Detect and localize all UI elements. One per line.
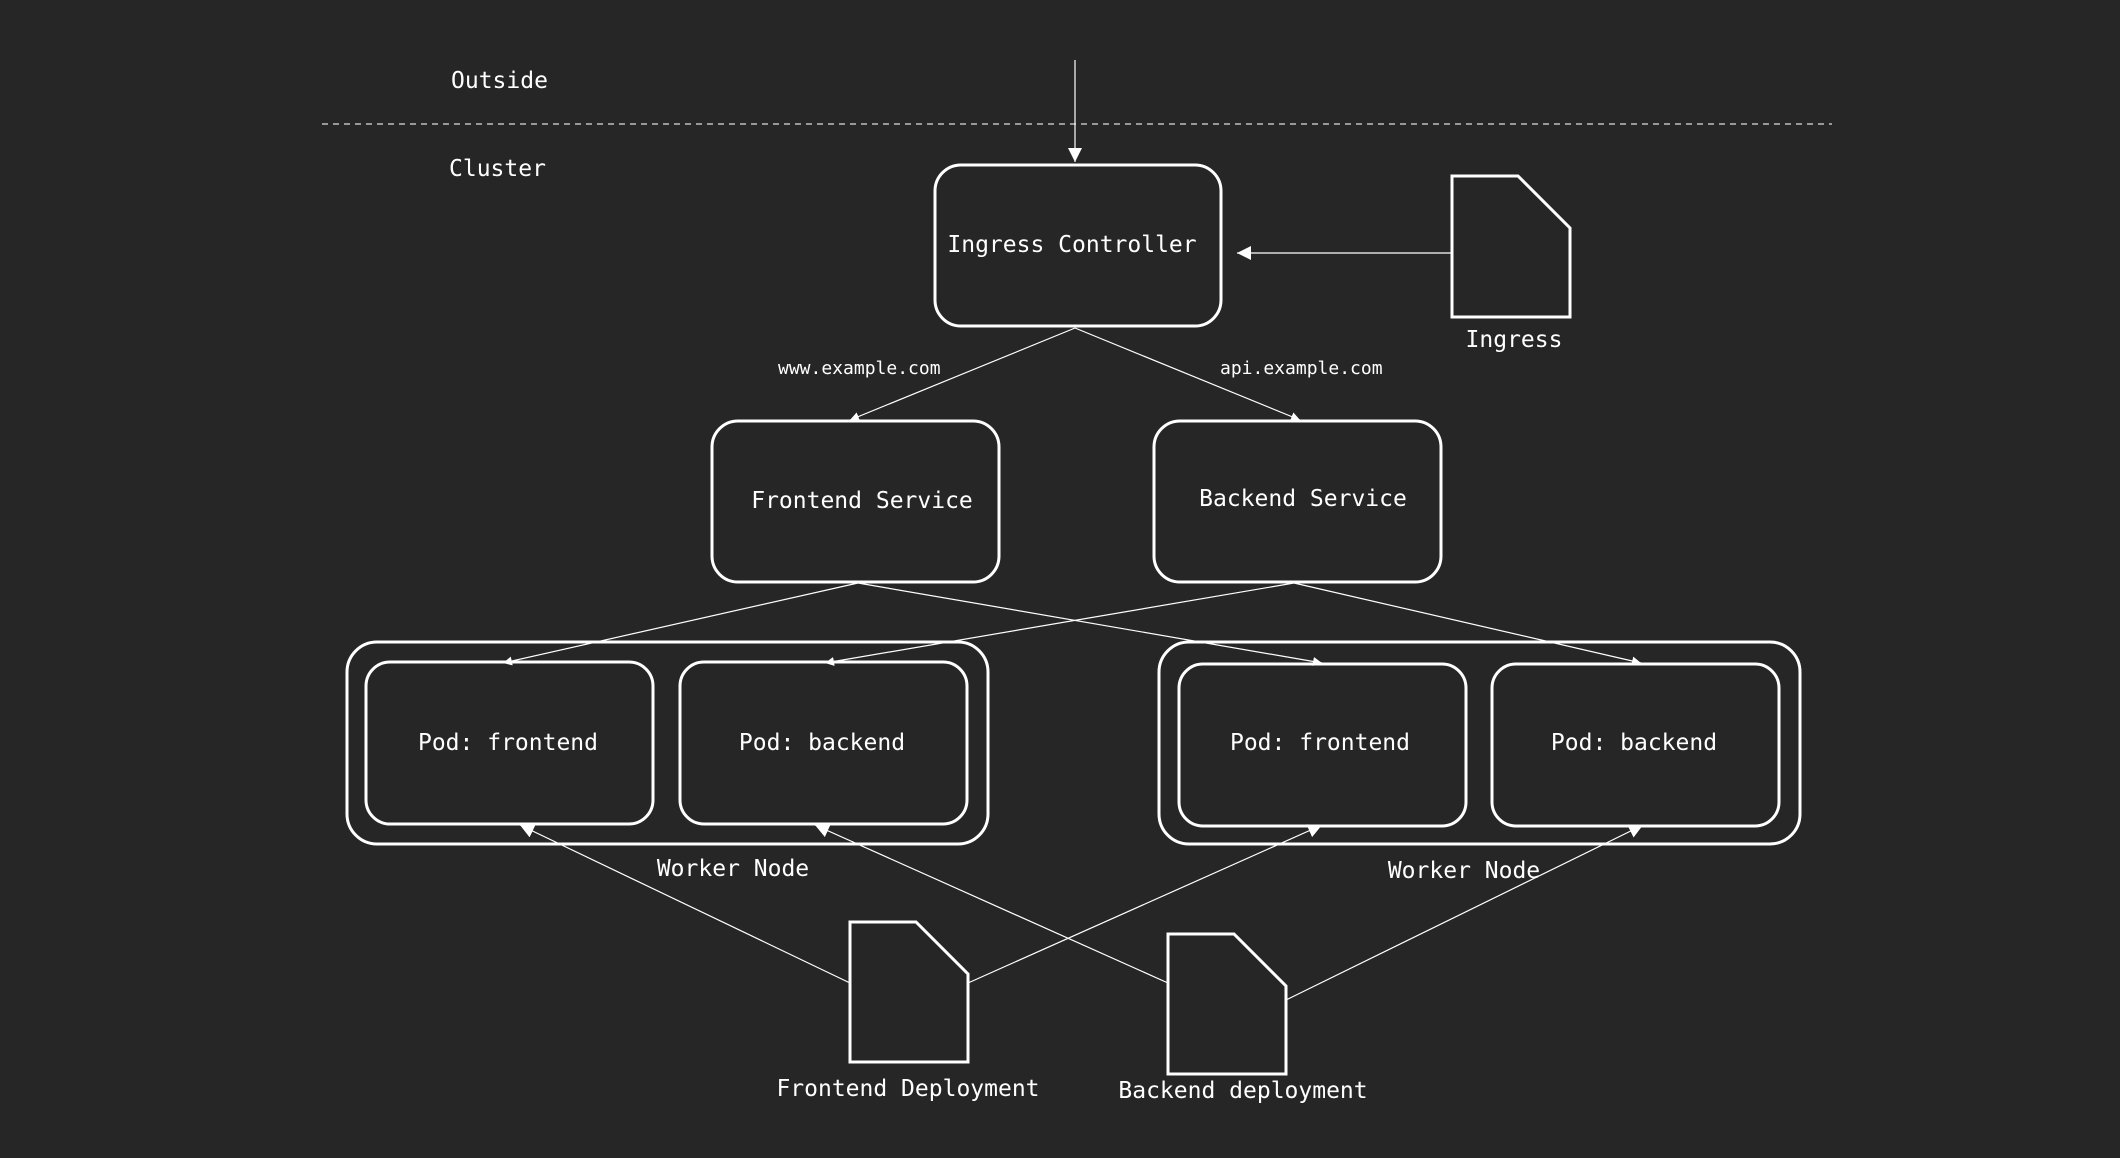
pod-backend-1-label: Pod: backend [739,730,905,756]
pod-frontend-1-box [364,660,655,826]
cluster-zone-label: Cluster [449,156,546,182]
ingress-controller-label: Ingress Controller [947,232,1196,258]
worker-node-1-label: Worker Node [657,856,809,882]
backend-deployment-document-icon [1166,932,1288,1076]
pod-frontend-1[interactable]: Pod: frontend [364,660,655,826]
frontend-service-label: Frontend Service [751,488,973,514]
backend-deployment[interactable]: Backend deployment [1118,932,1368,1104]
worker-node-1[interactable]: Worker Node Pod: frontend Pod: backend [345,640,990,882]
pod-backend-2-box [1490,662,1781,828]
pod-backend-2[interactable]: Pod: backend [1490,662,1781,828]
edge-backend-deployment-to-pod-backend-1 [814,824,1169,984]
worker-node-2-label: Worker Node [1388,858,1540,884]
edge-frontend-deployment-to-pod-frontend-2 [967,824,1323,984]
edge-backend-deployment-to-pod-backend-2 [1285,824,1644,1001]
edge-backend-service-to-pod-backend-2 [1293,582,1642,666]
backend-service-node[interactable]: Backend Service [1152,419,1443,584]
ingress-controller-node[interactable]: Ingress Controller [933,163,1223,328]
route-backend-host-label: api.example.com [1220,358,1383,379]
edge-controller-to-frontend-service [849,327,1076,421]
pod-backend-1-box [678,660,969,826]
pod-frontend-2[interactable]: Pod: frontend [1177,662,1468,828]
edge-frontend-service-to-pod-frontend-1 [502,582,859,666]
backend-deployment-label: Backend deployment [1118,1078,1367,1104]
route-frontend-host-label: www.example.com [778,358,941,379]
worker-node-2-box [1157,640,1802,846]
worker-node-2[interactable]: Worker Node Pod: frontend Pod: backend [1157,640,1802,884]
frontend-service-box [710,419,1001,584]
pod-frontend-2-label: Pod: frontend [1230,730,1410,756]
edge-frontend-deployment-to-pod-frontend-1 [519,824,851,984]
edge-backend-service-to-pod-backend-1 [824,582,1295,666]
outside-zone-label: Outside [451,68,548,94]
edge-controller-to-backend-service [1074,327,1301,421]
pod-frontend-2-box [1177,662,1468,828]
ingress-document-icon [1450,174,1572,319]
frontend-service-node[interactable]: Frontend Service [710,419,1001,584]
frontend-deployment-label: Frontend Deployment [776,1076,1039,1102]
pod-frontend-1-label: Pod: frontend [418,730,598,756]
pod-backend-1[interactable]: Pod: backend [678,660,969,826]
frontend-deployment-document-icon [848,920,970,1064]
pod-backend-2-label: Pod: backend [1551,730,1717,756]
ingress-controller-box [933,163,1223,328]
edge-frontend-service-to-pod-frontend-2 [857,582,1323,666]
backend-service-box [1152,419,1443,584]
frontend-deployment[interactable]: Frontend Deployment [776,920,1040,1102]
ingress-resource[interactable]: Ingress [1450,174,1572,353]
backend-service-label: Backend Service [1199,486,1407,512]
ingress-label: Ingress [1466,327,1563,353]
worker-node-1-box [345,640,990,846]
